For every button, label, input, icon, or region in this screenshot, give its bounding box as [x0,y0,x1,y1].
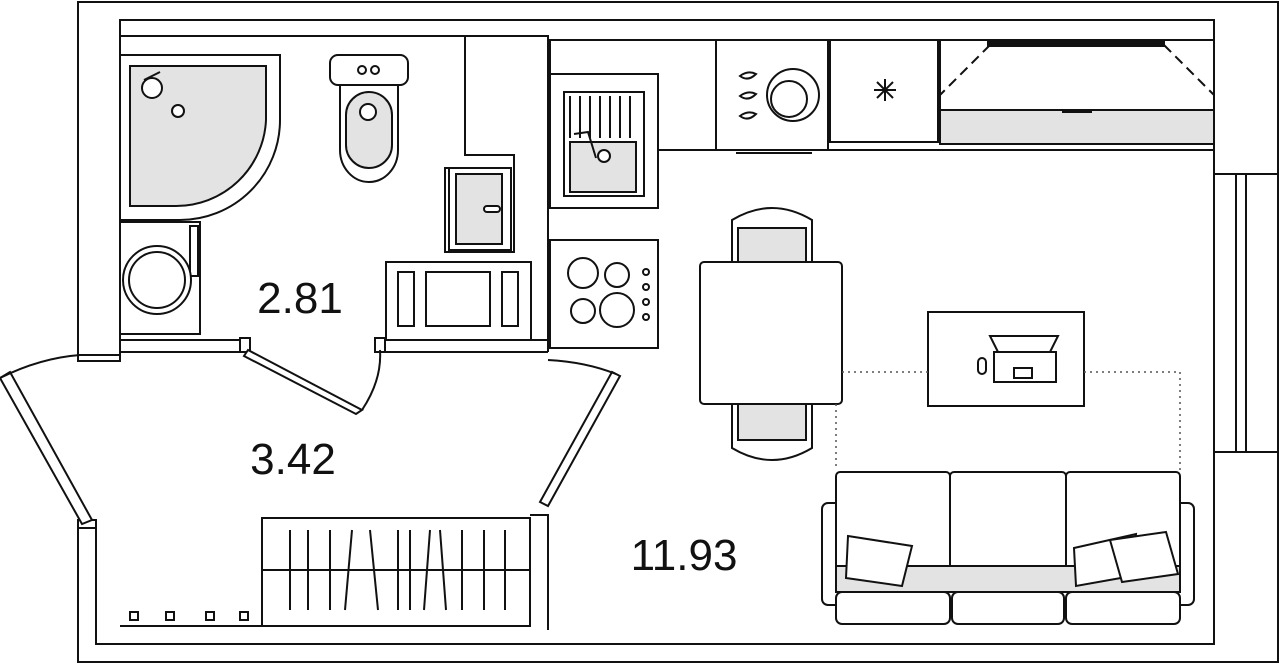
room-area-living: 11.93 [631,531,738,580]
fridge-icon [829,39,939,143]
sofa-icon [821,471,1195,625]
washing-machine-icon [119,221,201,335]
bathroom-cabinet-icon [385,261,532,341]
rug-outline [835,371,1181,470]
door-icon [239,337,386,416]
hood-icon [939,39,1215,151]
dishwasher-icon [715,39,829,154]
room-area-bathroom: 2.81 [257,274,343,323]
sink-icon [444,36,515,253]
wardrobe-icon [129,517,531,627]
window-icon [1213,173,1279,453]
kitchen-sink-icon [549,73,659,209]
laptop-icon [977,335,1060,383]
table-icon [699,261,843,405]
window-icon [0,354,622,526]
room-area-hallway: 3.42 [250,435,336,484]
toilet-icon [329,54,409,183]
shower-icon [119,54,281,221]
stove-icon [549,239,659,349]
chair-icon [731,207,813,461]
